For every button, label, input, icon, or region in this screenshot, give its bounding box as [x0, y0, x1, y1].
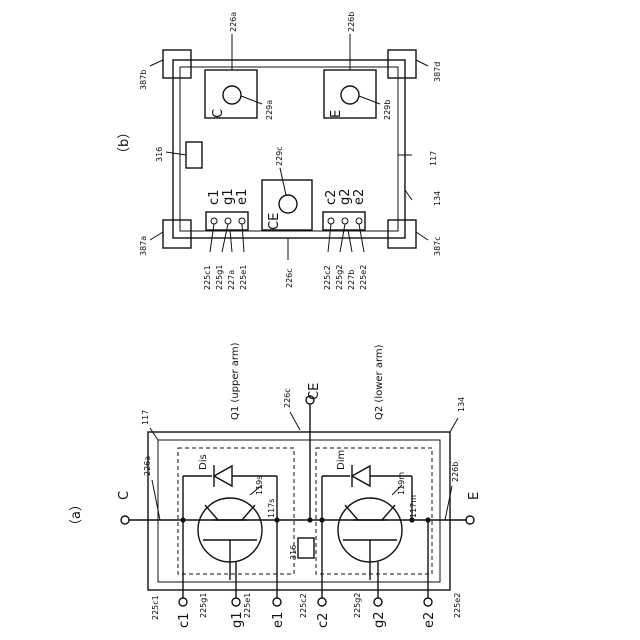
svg-text:g2: g2	[372, 611, 387, 628]
svg-text:g2: g2	[338, 188, 353, 205]
corner-387b	[163, 50, 191, 78]
svg-text:CE: CE	[267, 213, 282, 230]
svg-text:387d: 387d	[433, 62, 442, 82]
terminal-c2-node	[318, 598, 326, 606]
terminal-g1-node	[232, 598, 240, 606]
svg-text:316: 316	[289, 545, 298, 560]
terminal-g2-node	[374, 598, 382, 606]
svg-text:387c: 387c	[433, 236, 442, 256]
terminal-e1-node	[273, 598, 281, 606]
svg-text:225g2: 225g2	[353, 593, 362, 618]
svg-text:225g1: 225g1	[199, 593, 208, 618]
svg-text:e1: e1	[271, 612, 286, 628]
svg-text:226a: 226a	[229, 12, 238, 32]
svg-text:226c: 226c	[285, 268, 294, 288]
svg-text:134: 134	[457, 397, 466, 412]
svg-text:c2: c2	[316, 613, 331, 628]
label-ce: CE	[307, 383, 322, 400]
svg-text:225g1: 225g1	[215, 265, 224, 290]
label-dis: Dis	[198, 454, 209, 470]
hole-229a-icon	[223, 86, 241, 104]
panel-b-layout: （b） C E CE c1 g1 e1 c2 g2 e2 226a 226b 2…	[117, 12, 442, 290]
resistor-316-block	[186, 142, 202, 168]
diode-dis-icon	[214, 466, 232, 486]
terminal-c-node	[121, 516, 129, 524]
svg-text:387b: 387b	[139, 70, 148, 90]
hole-229c-icon	[279, 195, 297, 213]
svg-text:c2: c2	[324, 190, 339, 205]
svg-text:e2: e2	[422, 612, 437, 628]
svg-text:117: 117	[141, 410, 150, 425]
panel-a-label: （a）	[69, 498, 84, 532]
svg-text:C: C	[211, 109, 226, 118]
svg-text:229a: 229a	[265, 100, 274, 120]
svg-text:226a: 226a	[143, 456, 152, 476]
svg-text:226b: 226b	[347, 12, 356, 32]
svg-text:g1: g1	[221, 188, 236, 205]
panel-a-circuit: （a） C E CE Q1 (upper arm) Q2 (lower arm)…	[69, 342, 482, 628]
svg-text:227b: 227b	[347, 270, 356, 290]
svg-text:117m: 117m	[409, 495, 418, 518]
svg-text:117s: 117s	[267, 499, 276, 518]
svg-text:134: 134	[433, 191, 442, 206]
svg-text:225c2: 225c2	[299, 593, 308, 618]
package-134-outline	[148, 432, 450, 590]
svg-text:316: 316	[155, 147, 164, 162]
terminal-e-node	[466, 516, 474, 524]
svg-text:e2: e2	[352, 189, 367, 205]
svg-text:225e2: 225e2	[359, 265, 368, 290]
svg-text:225e2: 225e2	[453, 593, 462, 618]
panel-b-label: （b）	[117, 126, 132, 160]
svg-text:225c1: 225c1	[203, 265, 212, 290]
diode-dim-icon	[352, 466, 370, 486]
svg-text:119s: 119s	[255, 476, 264, 495]
svg-text:c1: c1	[207, 190, 222, 205]
corner-387c	[388, 220, 416, 248]
label-c: C	[117, 491, 132, 500]
terminal-c1-node	[179, 598, 187, 606]
label-q1: Q1 (upper arm)	[230, 342, 241, 420]
svg-text:225e1: 225e1	[243, 593, 252, 618]
corner-387a	[163, 220, 191, 248]
svg-text:117: 117	[429, 151, 438, 166]
hole-229b-icon	[341, 86, 359, 104]
label-e: E	[467, 492, 482, 500]
label-q2: Q2 (lower arm)	[374, 344, 385, 420]
svg-text:227a: 227a	[227, 270, 236, 290]
svg-text:E: E	[329, 110, 344, 118]
corner-387d	[388, 50, 416, 78]
svg-text:c1: c1	[177, 613, 192, 628]
terminal-e2-node	[424, 598, 432, 606]
svg-text:226c: 226c	[283, 388, 292, 408]
svg-text:387a: 387a	[139, 236, 148, 256]
svg-text:229c: 229c	[275, 146, 284, 166]
resistor-316	[298, 538, 314, 558]
svg-text:226b: 226b	[451, 462, 460, 482]
svg-text:119m: 119m	[397, 472, 406, 495]
svg-text:229b: 229b	[383, 100, 392, 120]
svg-text:225c1: 225c1	[151, 595, 160, 620]
svg-text:225g2: 225g2	[335, 265, 344, 290]
svg-text:225e1: 225e1	[239, 265, 248, 290]
svg-text:225c2: 225c2	[323, 265, 332, 290]
svg-text:e1: e1	[235, 189, 250, 205]
label-dim: Dim	[336, 450, 347, 470]
frame-117-outline	[180, 67, 398, 231]
